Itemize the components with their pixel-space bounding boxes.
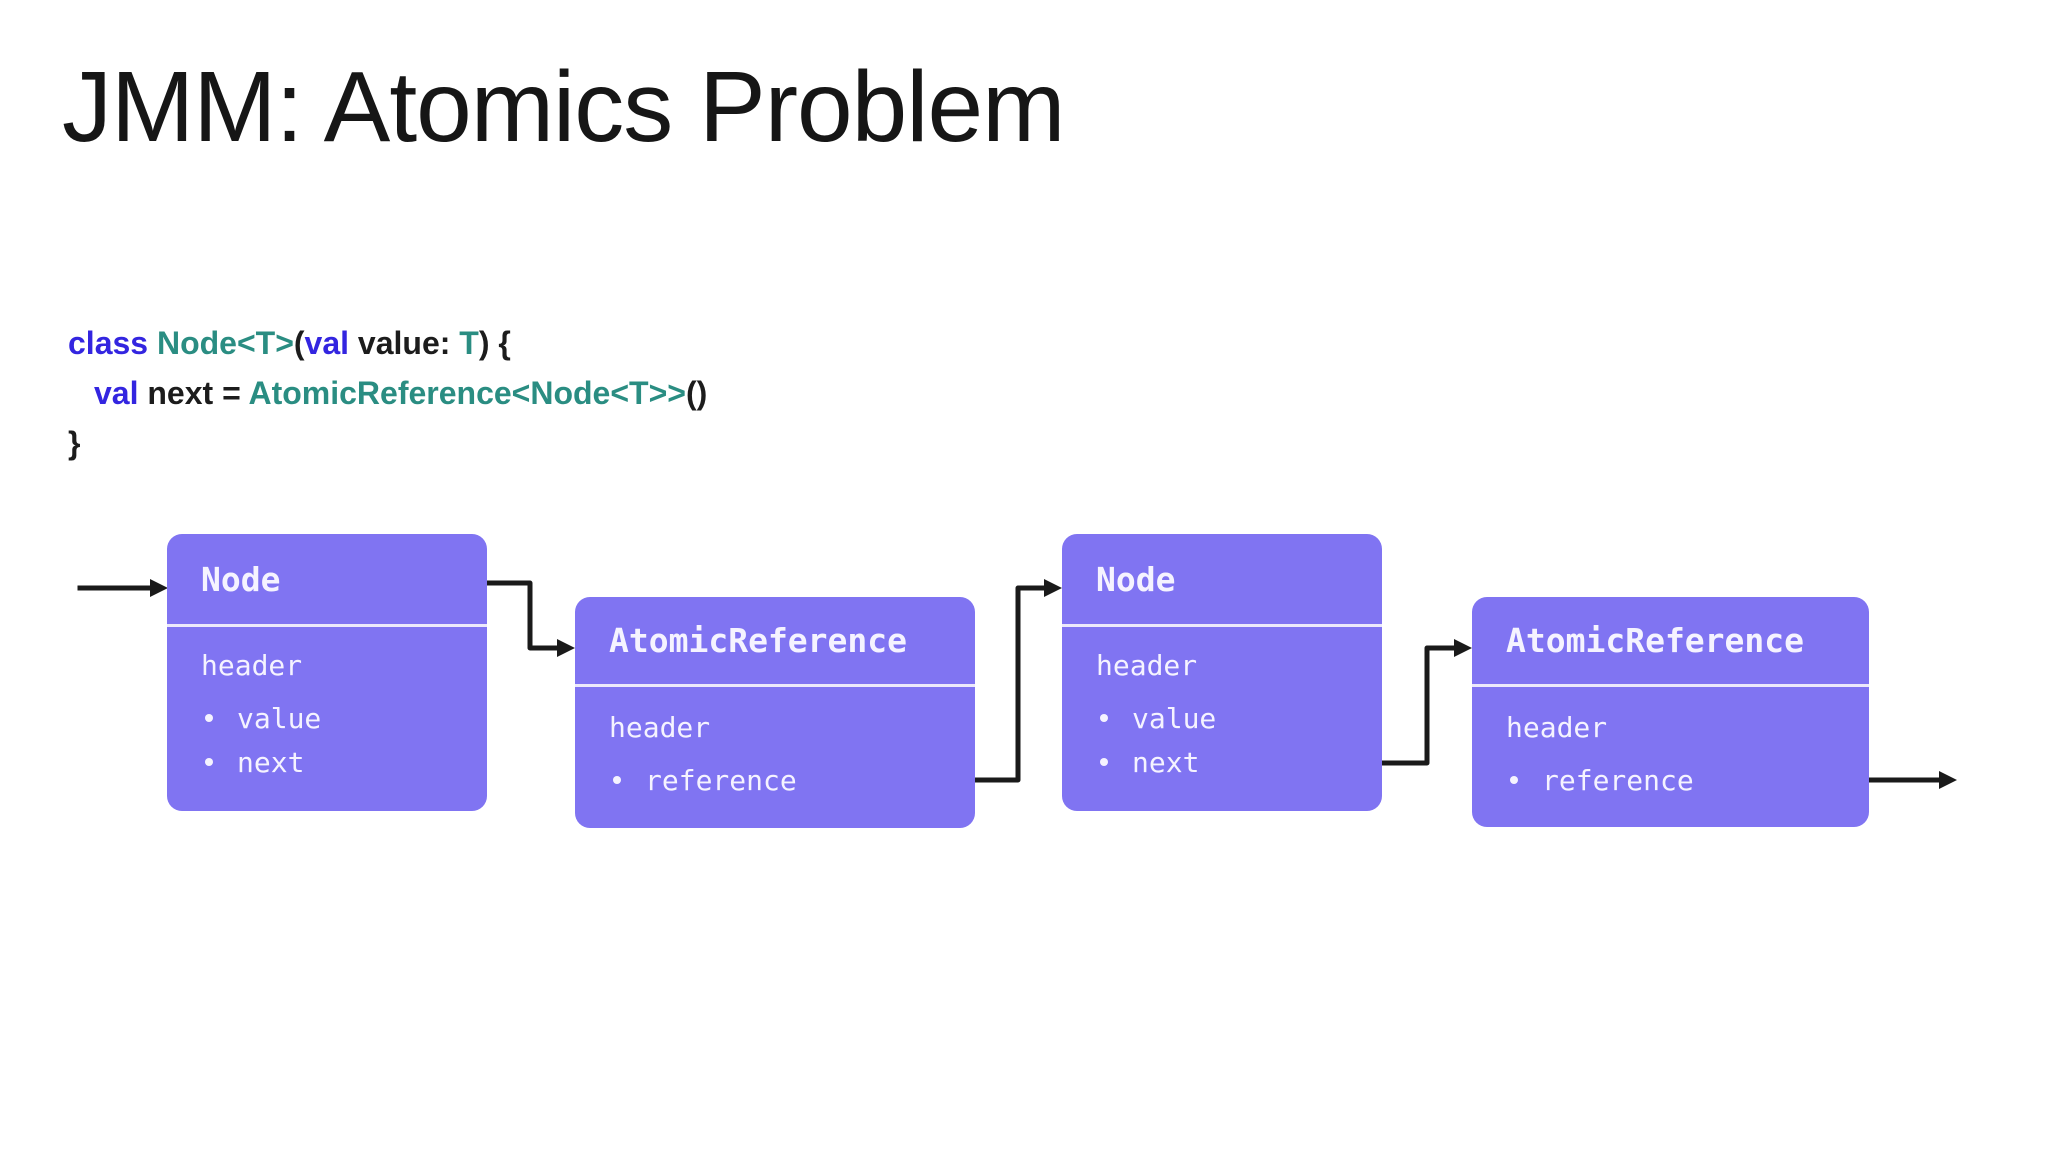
bullet-dot-icon [205, 758, 213, 766]
box-field-row: next [201, 745, 305, 779]
code-token: AtomicReference<Node<T>> [248, 375, 686, 411]
header-label: header [1096, 648, 1198, 682]
arrow-atomicreference1-to-node2 [972, 579, 1062, 783]
code-token: T [459, 325, 479, 361]
bullet-dot-icon [1100, 758, 1108, 766]
box-field-row: reference [1506, 763, 1694, 797]
header-label: header [1506, 710, 1608, 744]
box-field-row: value [201, 701, 322, 735]
box-header-row: header [1096, 648, 1198, 682]
box-header-row: header [201, 648, 303, 682]
code-token: () [685, 375, 708, 411]
field-label: next [237, 745, 305, 779]
atomicreference-box-2: AtomicReference header reference [1472, 597, 1869, 827]
bullet-dot-icon [205, 714, 213, 722]
code-token: val [94, 375, 139, 411]
bullet-dot-icon [613, 776, 621, 784]
page-title: JMM: Atomics Problem [62, 51, 1065, 163]
box-header-row: header [1506, 710, 1608, 744]
box-title: AtomicReference [1472, 597, 1869, 687]
box-field-row: next [1096, 745, 1200, 779]
box-body: header value next [1062, 534, 1382, 811]
box-title: AtomicReference [575, 597, 975, 687]
code-token: val [304, 325, 350, 361]
code-token: next = [138, 375, 249, 411]
node-box-2: Node header value next [1062, 534, 1382, 811]
box-title: Node [1062, 534, 1382, 627]
arrow-node1-to-atomicreference1 [484, 580, 575, 657]
bullet-dot-icon [1510, 776, 1518, 784]
box-body: header reference [1472, 597, 1869, 827]
arrow-node2-to-atomicreference2 [1380, 639, 1472, 766]
code-token: ( [293, 325, 305, 361]
code-token: ) { [478, 325, 511, 361]
box-field-row: value [1096, 701, 1217, 735]
code-token: class [68, 325, 157, 361]
code-block: class Node<T>(val value: T) { val next =… [68, 318, 707, 468]
field-label: value [1132, 701, 1217, 735]
field-label: value [237, 701, 322, 735]
box-field-row: reference [609, 763, 797, 797]
bullet-dot-icon [1100, 714, 1108, 722]
code-line-2: val next = AtomicReference<Node<T>>() [68, 368, 707, 418]
box-body: header value next [167, 534, 487, 811]
node-box-1: Node header value next [167, 534, 487, 811]
box-title: Node [167, 534, 487, 627]
box-body: header reference [575, 597, 975, 828]
code-line-1: class Node<T>(val value: T) { [68, 318, 707, 368]
code-token: Node<T> [156, 325, 294, 361]
field-label: reference [1542, 763, 1694, 797]
box-header-row: header [609, 710, 711, 744]
atomicreference-box-1: AtomicReference header reference [575, 597, 975, 828]
code-token: value: [349, 325, 460, 361]
code-line-3: } [68, 418, 707, 468]
header-label: header [609, 710, 711, 744]
field-label: next [1132, 745, 1200, 779]
code-token: } [68, 425, 81, 461]
header-label: header [201, 648, 303, 682]
arrow-atomicreference2-out [1866, 771, 1957, 789]
arrow-start-to-node1 [77, 579, 168, 597]
field-label: reference [645, 763, 797, 797]
